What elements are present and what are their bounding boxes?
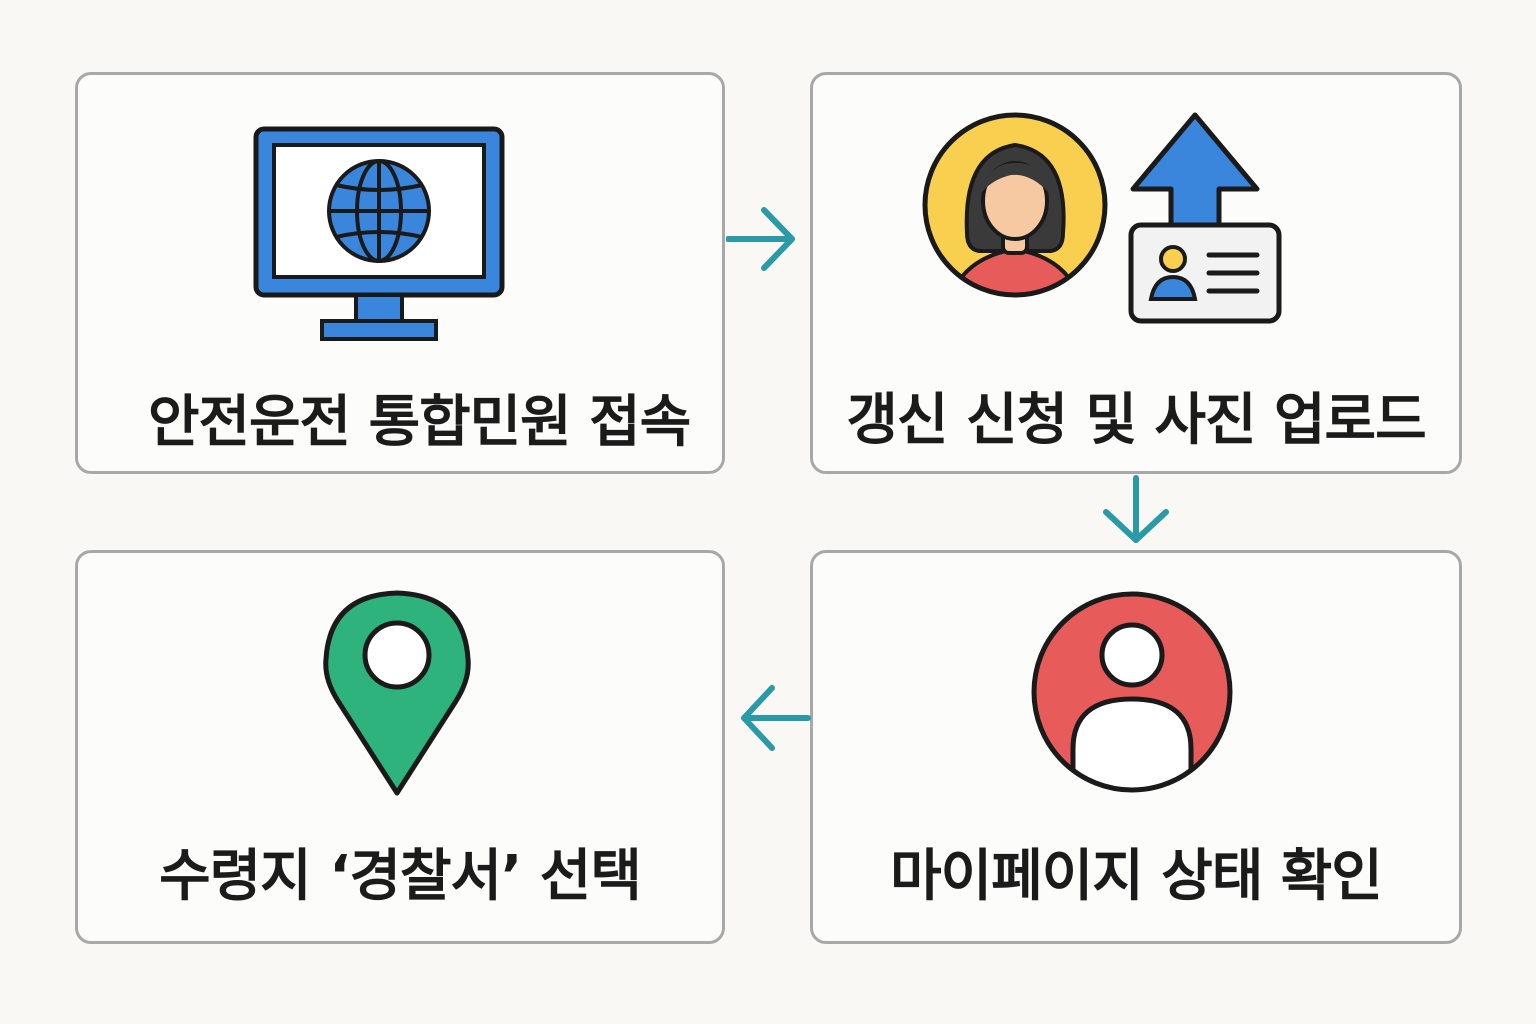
arrow-left-icon: [741, 685, 811, 751]
step-card-1: 안전운전 통합민원 접속: [75, 72, 725, 474]
user-profile-icon: [1031, 591, 1233, 793]
step-3-label: 마이페이지 상태 확인: [890, 844, 1383, 909]
step-card-3: 마이페이지 상태 확인: [810, 550, 1462, 944]
step-2-label: 갱신 신청 및 사진 업로드: [846, 388, 1426, 453]
map-pin-icon: [323, 590, 471, 796]
step-1-label: 안전운전 통합민원 접속: [148, 390, 691, 455]
profile-photo-upload-icon: [922, 112, 1282, 324]
step-4-label: 수령지 ‘경찰서’ 선택: [159, 844, 642, 909]
monitor-globe-icon: [253, 126, 505, 341]
step-card-2: 갱신 신청 및 사진 업로드: [810, 72, 1462, 474]
arrow-down-icon: [1103, 475, 1169, 543]
step-card-4: 수령지 ‘경찰서’ 선택: [75, 550, 725, 944]
arrow-right-icon: [726, 207, 795, 271]
